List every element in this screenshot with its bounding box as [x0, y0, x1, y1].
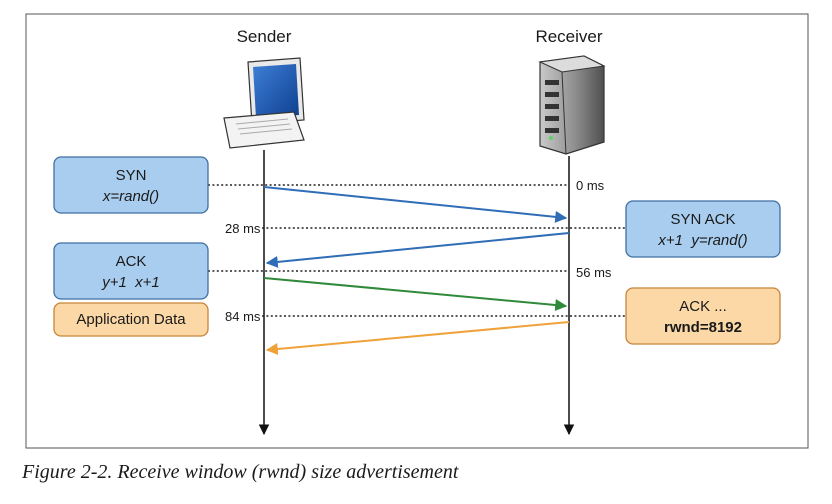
packet-syn-detail: x=rand(): [102, 188, 159, 205]
packet-appdata-label: Application Data: [76, 311, 186, 328]
arrow-synack: [265, 232, 570, 268]
arrow-rwnd: [265, 321, 570, 355]
packet-synack-title: SYN ACK: [670, 211, 735, 228]
packet-syn-title: SYN: [116, 167, 147, 184]
packet-appdata: Application Data: [53, 302, 209, 337]
packet-ack-rwnd-title: ACK ...: [679, 298, 727, 315]
packet-syn: SYN x=rand(): [53, 156, 209, 214]
packet-synack: SYN ACK x+1 y=rand(): [625, 200, 781, 258]
packet-ack-rwnd: ACK ... rwnd=8192: [625, 287, 781, 345]
arrow-syn: [263, 186, 568, 223]
packet-synack-detail: x+1 y=rand(): [657, 232, 747, 249]
packet-ack-detail: y+1 x+1: [101, 274, 160, 291]
sender-label: Sender: [237, 27, 292, 46]
packet-ack-rwnd-detail: rwnd=8192: [664, 319, 742, 336]
receiver-label: Receiver: [535, 27, 602, 46]
timestamp-28ms: 28 ms: [225, 221, 261, 236]
packet-ack: ACK y+1 x+1: [53, 242, 209, 300]
leader-lines: [208, 184, 626, 317]
laptop-icon: [223, 57, 305, 149]
timestamp-84ms: 84 ms: [225, 309, 261, 324]
timestamp-56ms: 56 ms: [576, 265, 612, 280]
server-icon: [538, 55, 606, 155]
arrow-ack: [263, 277, 568, 311]
packet-ack-title: ACK: [116, 253, 147, 270]
timestamp-0ms: 0 ms: [576, 178, 605, 193]
figure-caption: Figure 2-2. Receive window (rwnd) size a…: [22, 461, 459, 483]
